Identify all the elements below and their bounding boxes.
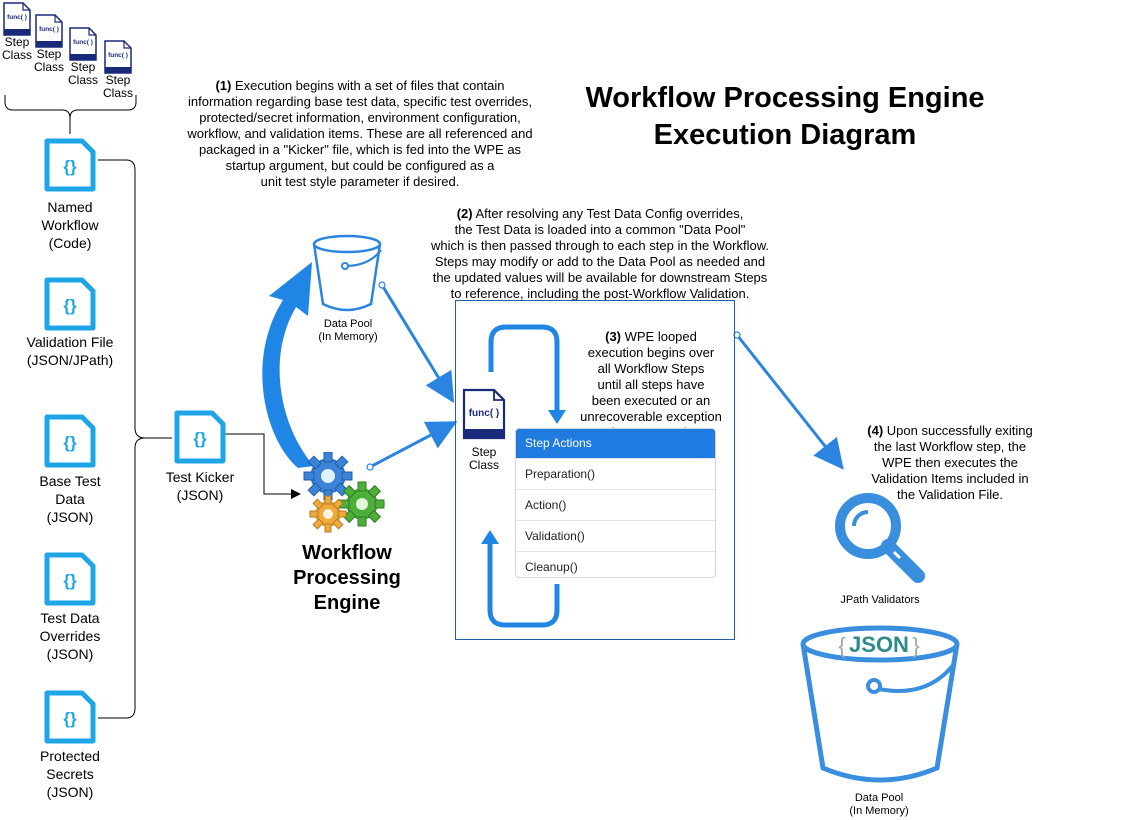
note-1-number: (1) — [215, 78, 232, 93]
func-document-icon: func( ) — [104, 40, 132, 74]
note-3-number: (3) — [605, 329, 621, 344]
loop-top-arrow — [488, 324, 560, 415]
json-braces-document-icon: {} — [44, 138, 96, 192]
execution-loop-container — [455, 300, 735, 640]
input-file-validation: {} Validation File (JSON/JPath) — [18, 277, 122, 369]
test-kicker: {} Test Kicker (JSON) — [150, 410, 250, 504]
step-action-preparation: Preparation() — [516, 458, 715, 489]
step-action-action: Action() — [516, 489, 715, 520]
svg-text:{}: {} — [63, 433, 77, 452]
svg-text:}: } — [912, 633, 919, 658]
validation-file-label: Validation File (JSON/JPath) — [26, 334, 114, 368]
step-class-2-label: Step Class — [34, 47, 65, 74]
note-1-text: Execution begins with a set of files tha… — [187, 78, 533, 189]
gears-icon — [303, 452, 385, 533]
func-document-icon: func( ) — [3, 2, 31, 36]
json-braces-document-icon: {} — [174, 410, 226, 464]
step-class-3-label: Step Class — [68, 60, 99, 87]
protected-secrets-label: Protected Secrets (JSON) — [40, 748, 100, 800]
input-file-protected-secrets: {} Protected Secrets (JSON) — [20, 690, 120, 801]
engine-label: Workflow Processing Engine — [293, 542, 401, 614]
input-file-base-test-data: {} Base Test Data (JSON) — [20, 414, 120, 526]
json-bucket-icon: { JSON } — [800, 625, 960, 783]
step-class-1: func( ) Step Class — [2, 2, 32, 62]
note-2-text: After resolving any Test Data Config ove… — [431, 206, 769, 301]
named-workflow-label: Named Workflow (Code) — [41, 199, 99, 251]
func-document-icon: func( ) — [69, 27, 97, 61]
func-document-icon: func( ) — [462, 388, 506, 440]
jpath-label: JPath Validators — [840, 594, 920, 606]
step-actions-header: Step Actions — [516, 429, 715, 458]
engine-to-datapool-curve — [262, 262, 314, 468]
title-line-2: Execution Diagram — [653, 119, 917, 151]
input-file-test-data-overrides: {} Test Data Overrides (JSON) — [20, 552, 120, 663]
svg-text:{}: {} — [63, 296, 77, 315]
step-class-main: func( ) Step Class — [458, 388, 510, 472]
step-class-stack: func( ) Step Class func( ) Step Class fu… — [0, 0, 140, 110]
note-1: (1) Execution begins with a set of files… — [160, 62, 560, 190]
note-4-number: (4) — [867, 423, 884, 438]
step-class-3: func( ) Step Class — [68, 27, 98, 87]
note-4-text: Upon successfully exiting the last Workf… — [871, 423, 1033, 502]
bucket-icon — [312, 234, 382, 312]
svg-text:{}: {} — [63, 709, 77, 728]
svg-text:func( ): func( ) — [469, 408, 500, 419]
json-braces-document-icon: {} — [44, 552, 96, 606]
magnifier-icon — [835, 493, 925, 583]
step-class-main-label: Step Class — [468, 445, 499, 472]
svg-text:func( ): func( ) — [39, 26, 59, 33]
svg-text:{: { — [838, 633, 845, 658]
engine-to-stepclass-arrow — [369, 421, 458, 469]
input-file-named-workflow: {} Named Workflow (Code) — [20, 138, 120, 252]
svg-text:JSON: JSON — [849, 632, 909, 657]
svg-text:func( ): func( ) — [73, 39, 93, 46]
kicker-to-engine-arrow — [225, 433, 301, 499]
note-2: (2) After resolving any Test Data Config… — [400, 190, 800, 302]
step-class-4: func( ) Step Class — [103, 40, 133, 100]
step-action-cleanup: Cleanup() — [516, 551, 715, 577]
note-2-number: (2) — [456, 206, 473, 221]
loop-bottom-arrow — [487, 540, 560, 628]
data-pool-small-label: Data Pool (In Memory) — [318, 318, 378, 343]
diagram-title: Workflow Processing Engine Execution Dia… — [540, 80, 1030, 154]
base-test-data-label: Base Test Data (JSON) — [39, 473, 101, 525]
svg-text:{}: {} — [63, 571, 77, 590]
svg-text:func( ): func( ) — [108, 52, 128, 59]
step-class-2: func( ) Step Class — [34, 14, 64, 74]
json-braces-document-icon: {} — [44, 277, 96, 331]
test-data-overrides-label: Test Data Overrides (JSON) — [39, 610, 101, 662]
json-braces-document-icon: {} — [44, 414, 96, 468]
step-action-validation: Validation() — [516, 520, 715, 551]
step-class-4-label: Step Class — [103, 73, 134, 100]
svg-text:func( ): func( ) — [7, 14, 27, 21]
svg-text:{}: {} — [63, 157, 77, 176]
func-document-icon: func( ) — [35, 14, 63, 48]
title-line-1: Workflow Processing Engine — [585, 82, 985, 114]
json-braces-document-icon: {} — [44, 690, 96, 744]
step-actions-panel: Step Actions Preparation() Action() Vali… — [515, 428, 716, 578]
loop-to-validators-arrow — [735, 334, 844, 470]
svg-text:{}: {} — [193, 429, 207, 448]
test-kicker-label: Test Kicker (JSON) — [165, 469, 235, 503]
step-class-1-label: Step Class — [2, 35, 33, 62]
datapool-to-stepclass-arrow — [380, 284, 455, 404]
note-4: (4) Upon successfully exiting the last W… — [850, 407, 1050, 503]
data-pool-large-label: Data Pool (In Memory) — [849, 792, 909, 817]
